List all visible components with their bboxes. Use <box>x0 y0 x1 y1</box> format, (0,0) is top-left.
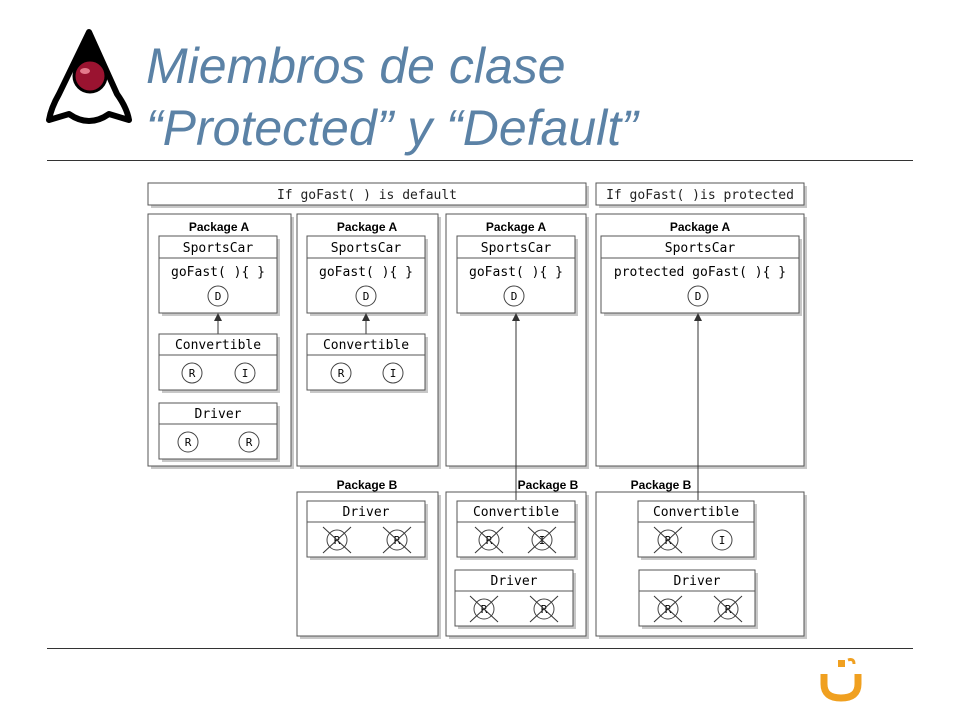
bottom-divider <box>47 648 913 649</box>
header-protected: If goFast( )is protected <box>606 188 794 203</box>
marker-d-3: D <box>511 290 518 303</box>
method-gofast-3: goFast( ){ } <box>469 265 563 280</box>
slide-title-line-1: Miembros de clase <box>146 38 566 94</box>
class-convertible-1: Convertible <box>175 338 261 353</box>
marker-r-1a: R <box>189 367 196 380</box>
class-sportscar-4: SportsCar <box>665 241 736 256</box>
smile-logo-icon <box>820 658 862 702</box>
class-driver-1: Driver <box>195 407 242 422</box>
class-sportscar-2: SportsCar <box>331 241 402 256</box>
package-a-label-3: Package A <box>486 220 547 234</box>
top-divider <box>47 160 913 161</box>
class-convertible-3: Convertible <box>473 505 559 520</box>
package-b-label-3: Package B <box>631 478 692 492</box>
class-driver-2: Driver <box>343 505 390 520</box>
marker-d-1: D <box>215 290 222 303</box>
marker-i-1: I <box>242 367 249 380</box>
package-a-label-2: Package A <box>337 220 398 234</box>
marker-r-2: R <box>338 367 345 380</box>
marker-i-4: I <box>719 534 726 547</box>
package-a-label-4: Package A <box>670 220 731 234</box>
class-sportscar-3: SportsCar <box>481 241 552 256</box>
marker-i-2: I <box>390 367 397 380</box>
class-convertible-4: Convertible <box>653 505 739 520</box>
class-driver-4: Driver <box>674 574 721 589</box>
java-duke-icon <box>46 29 132 124</box>
marker-d-4: D <box>695 290 702 303</box>
header-default: If goFast( ) is default <box>277 188 457 203</box>
method-gofast-protected: protected goFast( ){ } <box>614 265 786 280</box>
class-sportscar-1: SportsCar <box>183 241 254 256</box>
slide-title-line-2: “Protected” y “Default” <box>146 100 638 156</box>
class-driver-3: Driver <box>491 574 538 589</box>
package-b-label-2: Package B <box>518 478 579 492</box>
method-gofast-2: goFast( ){ } <box>319 265 413 280</box>
method-gofast-1: goFast( ){ } <box>171 265 265 280</box>
package-b-label-1: Package B <box>337 478 398 492</box>
marker-d-2: D <box>363 290 370 303</box>
marker-r-1c: R <box>246 436 253 449</box>
marker-r-1b: R <box>185 436 192 449</box>
class-convertible-2: Convertible <box>323 338 409 353</box>
package-a-label-1: Package A <box>189 220 250 234</box>
